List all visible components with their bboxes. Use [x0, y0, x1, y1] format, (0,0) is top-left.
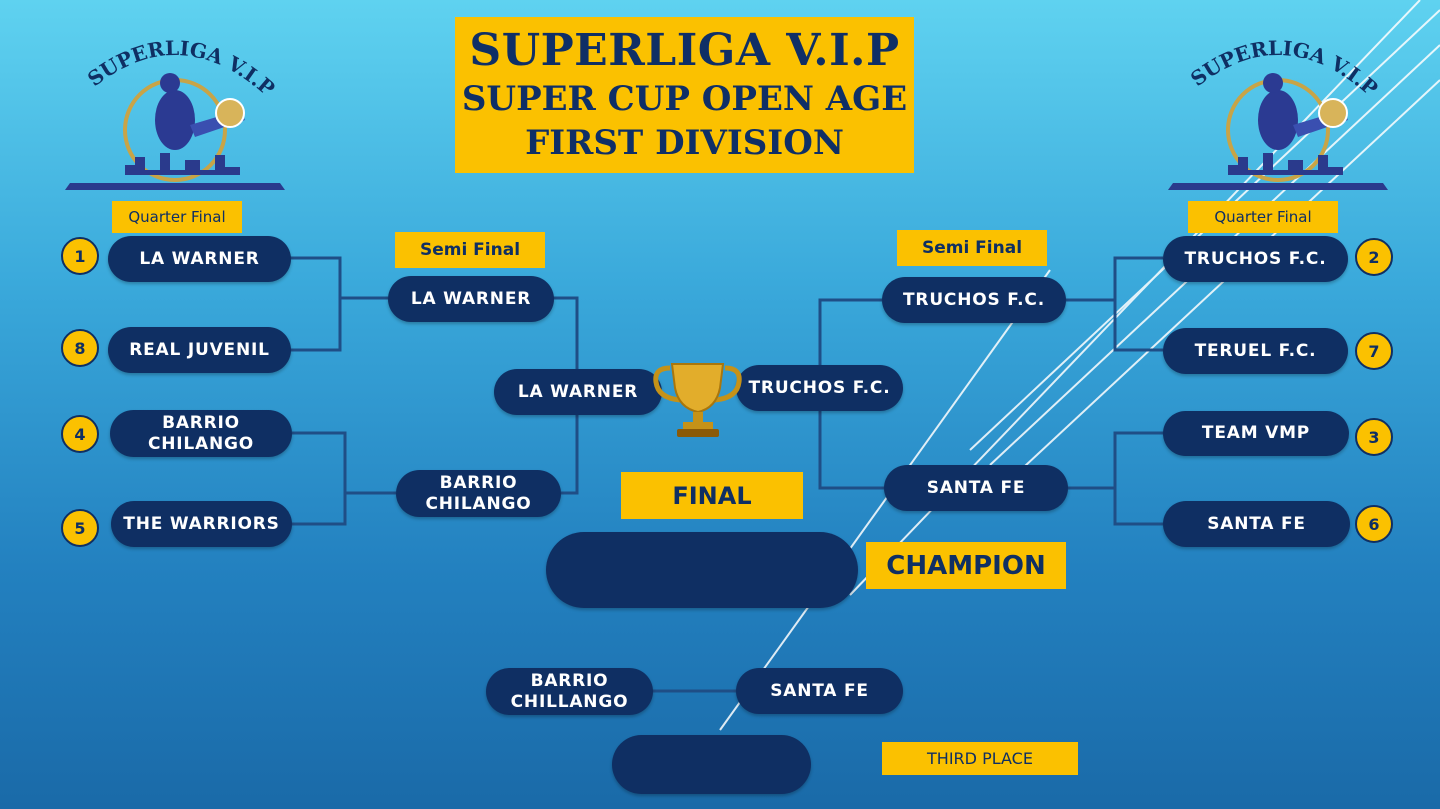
bracket-lines: [290, 256, 1163, 693]
title-banner: SUPERLIGA V.I.P SUPER CUP OPEN AGE FIRST…: [455, 17, 914, 173]
team-pill-qf-right[interactable]: TRUCHOS F.C.: [1163, 236, 1348, 282]
title-line-1: SUPERLIGA V.I.P: [469, 25, 900, 76]
team-pill-qf-right[interactable]: SANTA FE: [1163, 501, 1350, 547]
semi-final-label-right: Semi Final: [897, 230, 1047, 266]
third-place-team-b[interactable]: SANTA FE: [736, 668, 903, 714]
svg-text:SUPERLIGA V.I.P: SUPERLIGA V.I.P: [83, 36, 280, 101]
seed-badge: 4: [61, 415, 99, 453]
team-pill-qf-left[interactable]: BARRIO CHILANGO: [110, 410, 292, 457]
superliga-logo-left: SUPERLIGA V.I.P: [65, 36, 285, 190]
third-place-label: THIRD PLACE: [882, 742, 1078, 775]
team-pill-qf-left[interactable]: LA WARNER: [108, 236, 291, 282]
team-pill-sf-right[interactable]: SANTA FE: [884, 465, 1068, 511]
team-pill-qf-left[interactable]: THE WARRIORS: [111, 501, 292, 547]
team-pill-sf-left[interactable]: LA WARNER: [388, 276, 554, 322]
final-label: FINAL: [621, 472, 803, 519]
team-pill-qf-right[interactable]: TERUEL F.C.: [1163, 328, 1348, 374]
third-place-team-a[interactable]: BARRIO CHILLANGO: [486, 668, 653, 715]
superliga-logo-right: SUPERLIGA V.I.P: [1168, 36, 1388, 190]
team-pill-sf-right[interactable]: TRUCHOS F.C.: [882, 277, 1066, 323]
quarter-final-label-right: Quarter Final: [1188, 201, 1338, 233]
svg-text:SUPERLIGA V.I.P: SUPERLIGA V.I.P: [1186, 36, 1383, 101]
seed-badge: 3: [1355, 418, 1393, 456]
champion-label: CHAMPION: [866, 542, 1066, 589]
seed-badge: 8: [61, 329, 99, 367]
semi-final-label-left: Semi Final: [395, 232, 545, 268]
finalist-pill-right[interactable]: TRUCHOS F.C.: [736, 365, 903, 411]
team-pill-sf-left[interactable]: BARRIO CHILANGO: [396, 470, 561, 517]
team-pill-qf-left[interactable]: REAL JUVENIL: [108, 327, 291, 373]
trophy-icon: [653, 363, 742, 437]
seed-badge: 6: [1355, 505, 1393, 543]
seed-badge: 1: [61, 237, 99, 275]
team-pill-qf-right[interactable]: TEAM VMP: [1163, 411, 1349, 456]
title-line-3: FIRST DIVISION: [525, 123, 844, 163]
seed-badge: 2: [1355, 238, 1393, 276]
quarter-final-label-left: Quarter Final: [112, 201, 242, 233]
seed-badge: 5: [61, 509, 99, 547]
third-place-winner-slot[interactable]: [612, 735, 811, 794]
title-line-2: SUPER CUP OPEN AGE: [461, 79, 908, 119]
seed-badge: 7: [1355, 332, 1393, 370]
champion-slot[interactable]: [546, 532, 858, 608]
finalist-pill-left[interactable]: LA WARNER: [494, 369, 662, 415]
